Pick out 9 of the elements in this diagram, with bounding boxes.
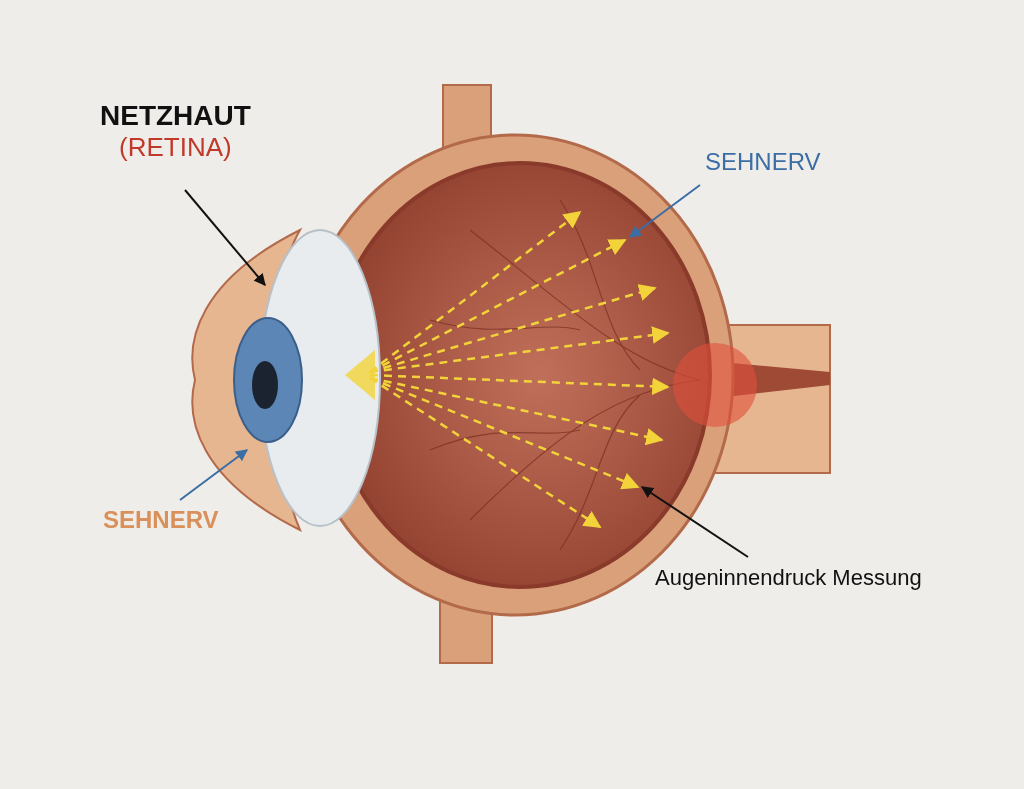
leader-line <box>629 184 701 238</box>
heading-label: NETZHAUT <box>100 100 251 132</box>
callout-label: SEHNERV <box>103 506 219 534</box>
callout-label: SEHNERV <box>705 148 821 176</box>
callout-label: Augeninnendruck Messung <box>655 565 922 591</box>
subtitle-label: (RETINA) <box>118 132 233 163</box>
leader-line <box>179 449 248 501</box>
leader-line <box>641 486 749 558</box>
leader-line <box>184 189 266 286</box>
